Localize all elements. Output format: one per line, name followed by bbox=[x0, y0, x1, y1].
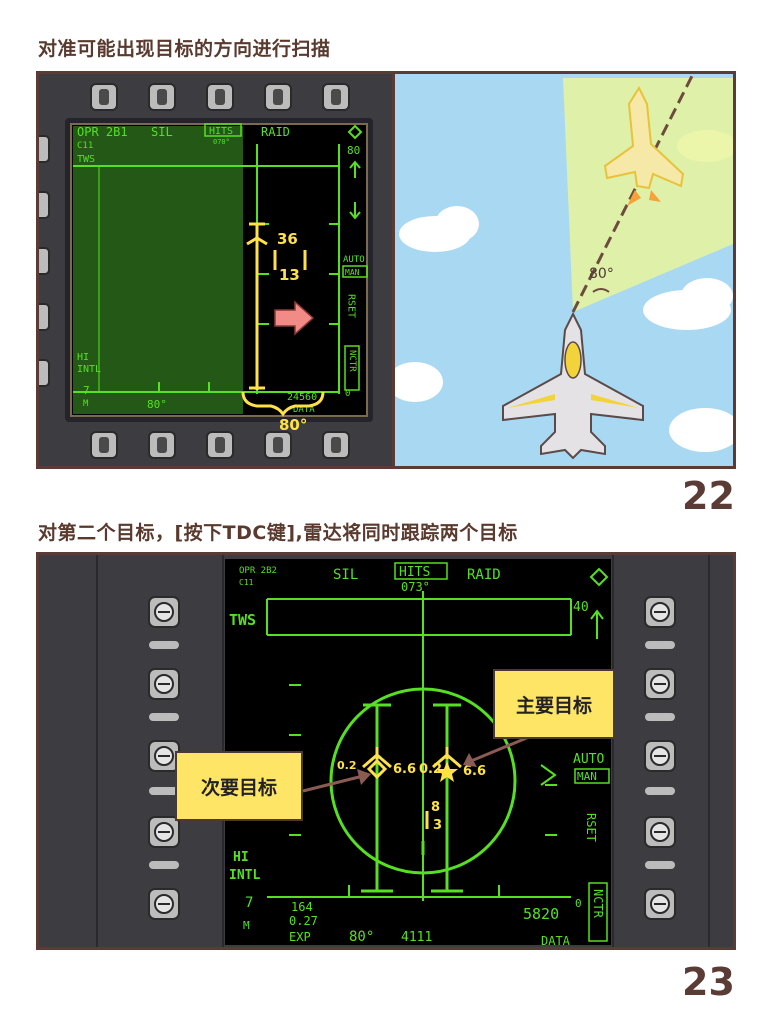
seven-label: 7 bbox=[83, 384, 90, 397]
top-buttons-22[interactable] bbox=[90, 83, 350, 111]
center-top-value: 8 bbox=[431, 800, 440, 815]
callout-primary-target: 主要目标 bbox=[493, 669, 615, 739]
opr-label-23: OPR 2B2 bbox=[239, 566, 277, 576]
callout-secondary-target: 次要目标 bbox=[175, 751, 303, 821]
val2-label: 0.27 bbox=[289, 914, 318, 928]
bottom-buttons-22[interactable] bbox=[90, 431, 350, 459]
scan-volume-overlay bbox=[73, 126, 243, 414]
primary-star-icon bbox=[436, 761, 458, 782]
secondary-right-value: 6.6 bbox=[393, 762, 416, 777]
hits-label-23: HITS bbox=[399, 565, 430, 580]
auto-label: AUTO bbox=[343, 255, 365, 265]
c11-label-23: C11 bbox=[239, 578, 254, 587]
c11-label: C11 bbox=[77, 141, 93, 151]
intl-label-23: INTL bbox=[229, 868, 260, 883]
exp-label: EXP bbox=[289, 930, 311, 944]
alt-label: 24560 bbox=[287, 392, 317, 403]
scene-angle-label: 80° bbox=[589, 266, 614, 282]
hi-label: HI bbox=[77, 352, 89, 363]
left-buttons-22[interactable] bbox=[34, 135, 50, 387]
auto-label-23: AUTO bbox=[573, 752, 604, 767]
left-buttons-23[interactable] bbox=[148, 596, 180, 920]
scan-width-label: 80° bbox=[279, 416, 307, 434]
rset-label-23: RSET bbox=[584, 813, 598, 842]
raid-label-23: RAID bbox=[467, 567, 501, 583]
radar-beam bbox=[563, 78, 733, 312]
val1-label: 164 bbox=[291, 900, 313, 914]
primary-left-value: 0.2 bbox=[419, 762, 442, 777]
data-label-23: DATA bbox=[541, 934, 571, 947]
sky-scene: 80° bbox=[387, 73, 741, 460]
range-down-icon bbox=[349, 202, 361, 220]
own-aircraft-icon bbox=[502, 311, 644, 460]
man-label: MAN bbox=[345, 268, 360, 277]
diamond-icon-23 bbox=[589, 567, 609, 587]
raid-label: RAID bbox=[261, 125, 290, 139]
mfd-22: OPR 2B1 C11 TWS SIL HITS 070° RAID 80 AU… bbox=[34, 74, 393, 466]
bottom-num-label: 4111 bbox=[401, 930, 432, 945]
tws-label-23: TWS bbox=[229, 611, 256, 629]
page-number-23: 23 bbox=[682, 960, 735, 1004]
az-label-23: 80° bbox=[349, 929, 374, 945]
page-number-22: 22 bbox=[682, 474, 735, 518]
zero-label-23: 0 bbox=[575, 897, 582, 910]
range-up-icon bbox=[349, 160, 361, 178]
range-label: 80 bbox=[347, 144, 360, 157]
mfd-23: OPR 2B2 C11 SIL HITS 073° RAID 40 TWS AU… bbox=[39, 555, 733, 948]
seven-label-23: 7 bbox=[245, 895, 253, 911]
nctr-label: NCTR bbox=[347, 350, 357, 372]
zero-label: 0 bbox=[345, 389, 350, 399]
contact-upper: 36 bbox=[277, 230, 298, 248]
panel-22-sky: 80° bbox=[387, 71, 741, 469]
tracking-circle bbox=[329, 687, 517, 875]
az-label: 80° bbox=[147, 398, 167, 411]
nctr-label-23: NCTR bbox=[591, 889, 605, 919]
hits-label: HITS bbox=[209, 126, 233, 137]
sil-label: SIL bbox=[151, 125, 173, 139]
caption-22: 对准可能出现目标的方向进行扫描 bbox=[38, 38, 331, 60]
hits-sub: 070° bbox=[213, 138, 230, 146]
center-bottom-value: 3 bbox=[433, 818, 442, 833]
diamond-icon bbox=[347, 124, 363, 140]
secondary-left-value: 0.2 bbox=[337, 759, 357, 772]
range-label-23: 40 bbox=[573, 600, 589, 615]
range-up-icon-23 bbox=[590, 609, 604, 639]
caption-23: 对第二个目标，[按下TDC键],雷达将同时跟踪两个目标 bbox=[38, 522, 518, 544]
m-label: M bbox=[83, 399, 89, 409]
intl-label: INTL bbox=[77, 364, 101, 375]
tws-label: TWS bbox=[77, 154, 95, 165]
target-aircraft-icon bbox=[603, 85, 685, 190]
hi-label-23: HI bbox=[233, 850, 249, 865]
panel-23-cockpit: OPR 2B2 C11 SIL HITS 073° RAID 40 TWS AU… bbox=[36, 552, 736, 950]
alt-label-23: 5820 bbox=[523, 905, 559, 923]
contact-lower: 13 bbox=[279, 266, 300, 284]
sil-label-23: SIL bbox=[333, 567, 358, 583]
target-bearing-line bbox=[571, 73, 695, 313]
pointer-arrow-icon bbox=[274, 300, 315, 336]
right-buttons-23[interactable] bbox=[644, 596, 676, 920]
primary-right-value: 6.6 bbox=[463, 764, 486, 779]
opr-label: OPR 2B1 bbox=[77, 125, 128, 139]
rset-label: RSET bbox=[346, 294, 357, 318]
man-label-23: MAN bbox=[577, 770, 597, 783]
contact-marker-22 bbox=[241, 222, 325, 417]
hits-sub-23: 073° bbox=[401, 580, 430, 594]
panel-22-cockpit: OPR 2B1 C11 TWS SIL HITS 070° RAID 80 AU… bbox=[34, 71, 396, 469]
m-label-23: M bbox=[243, 919, 250, 932]
data-label: DATA bbox=[293, 405, 315, 415]
